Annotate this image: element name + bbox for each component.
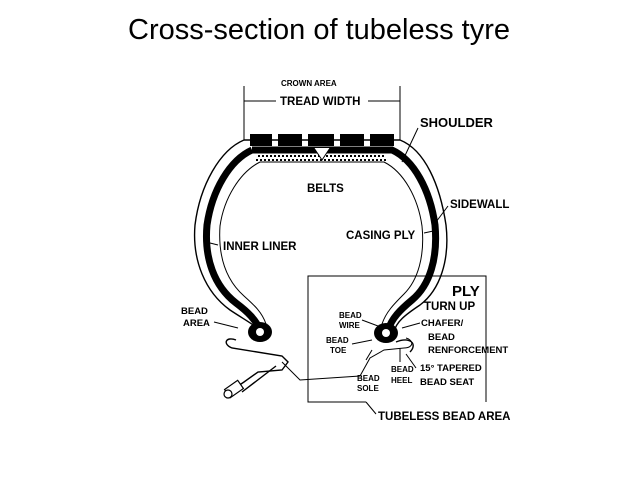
- label-bead-heel-line2: HEEL: [391, 376, 412, 385]
- label-tubeless-bead-area: TUBELESS BEAD AREA: [378, 411, 510, 423]
- tyre-outer-profile-left: [193, 139, 263, 333]
- label-belts: BELTS: [307, 183, 344, 195]
- casing-band-left: [202, 146, 264, 332]
- tyre-outer-profile: [244, 139, 448, 333]
- label-bead-wire-line1: BEAD: [339, 311, 362, 320]
- label-tapered-line1: 15° TAPERED: [420, 363, 482, 374]
- label-bead-toe-line1: BEAD: [326, 336, 349, 345]
- label-chafer-line1: CHAFER/: [421, 318, 464, 329]
- label-tapered-line2: BEAD SEAT: [420, 377, 474, 388]
- label-turn-up: TURN UP: [424, 301, 475, 313]
- crown-area-bracket: [243, 86, 401, 140]
- label-bead-area-line2: AREA: [183, 318, 210, 329]
- rim-base: [281, 337, 413, 381]
- label-bead-heel-line1: BEAD: [391, 365, 414, 374]
- label-ply: PLY: [452, 283, 480, 300]
- bead-bundle-right: [374, 323, 398, 343]
- leader-lines: [205, 127, 449, 369]
- label-sidewall: SIDEWALL: [450, 199, 509, 211]
- label-chafer-line3: RENFORCEMENT: [428, 345, 508, 356]
- slide-title: Cross-section of tubeless tyre: [128, 14, 510, 46]
- label-shoulder: SHOULDER: [420, 115, 494, 130]
- belt-layers: [256, 147, 388, 161]
- label-bead-sole-line2: SOLE: [357, 384, 379, 393]
- label-chafer-line2: BEAD: [428, 332, 455, 343]
- rim-profile: [225, 338, 289, 391]
- valve-stem: [223, 365, 277, 399]
- tubeless-bead-area-box: [307, 275, 487, 403]
- bead-bundle-left: [248, 322, 272, 342]
- label-inner-liner: INNER LINER: [223, 241, 297, 253]
- label-bead-area-line1: BEAD: [181, 306, 208, 317]
- label-tread-width: TREAD WIDTH: [280, 96, 361, 108]
- inner-liner: [260, 161, 424, 325]
- inner-liner-left: [219, 161, 267, 325]
- tread-blocks: [250, 134, 394, 146]
- label-bead-toe-line2: TOE: [330, 346, 347, 355]
- label-casing-ply: CASING PLY: [346, 230, 416, 242]
- label-crown-area: CROWN AREA: [281, 79, 337, 88]
- rim-flange-right: [395, 339, 414, 353]
- label-bead-sole-line1: BEAD: [357, 374, 380, 383]
- label-bead-wire-line2: WIRE: [339, 321, 361, 330]
- casing-band: [252, 146, 440, 332]
